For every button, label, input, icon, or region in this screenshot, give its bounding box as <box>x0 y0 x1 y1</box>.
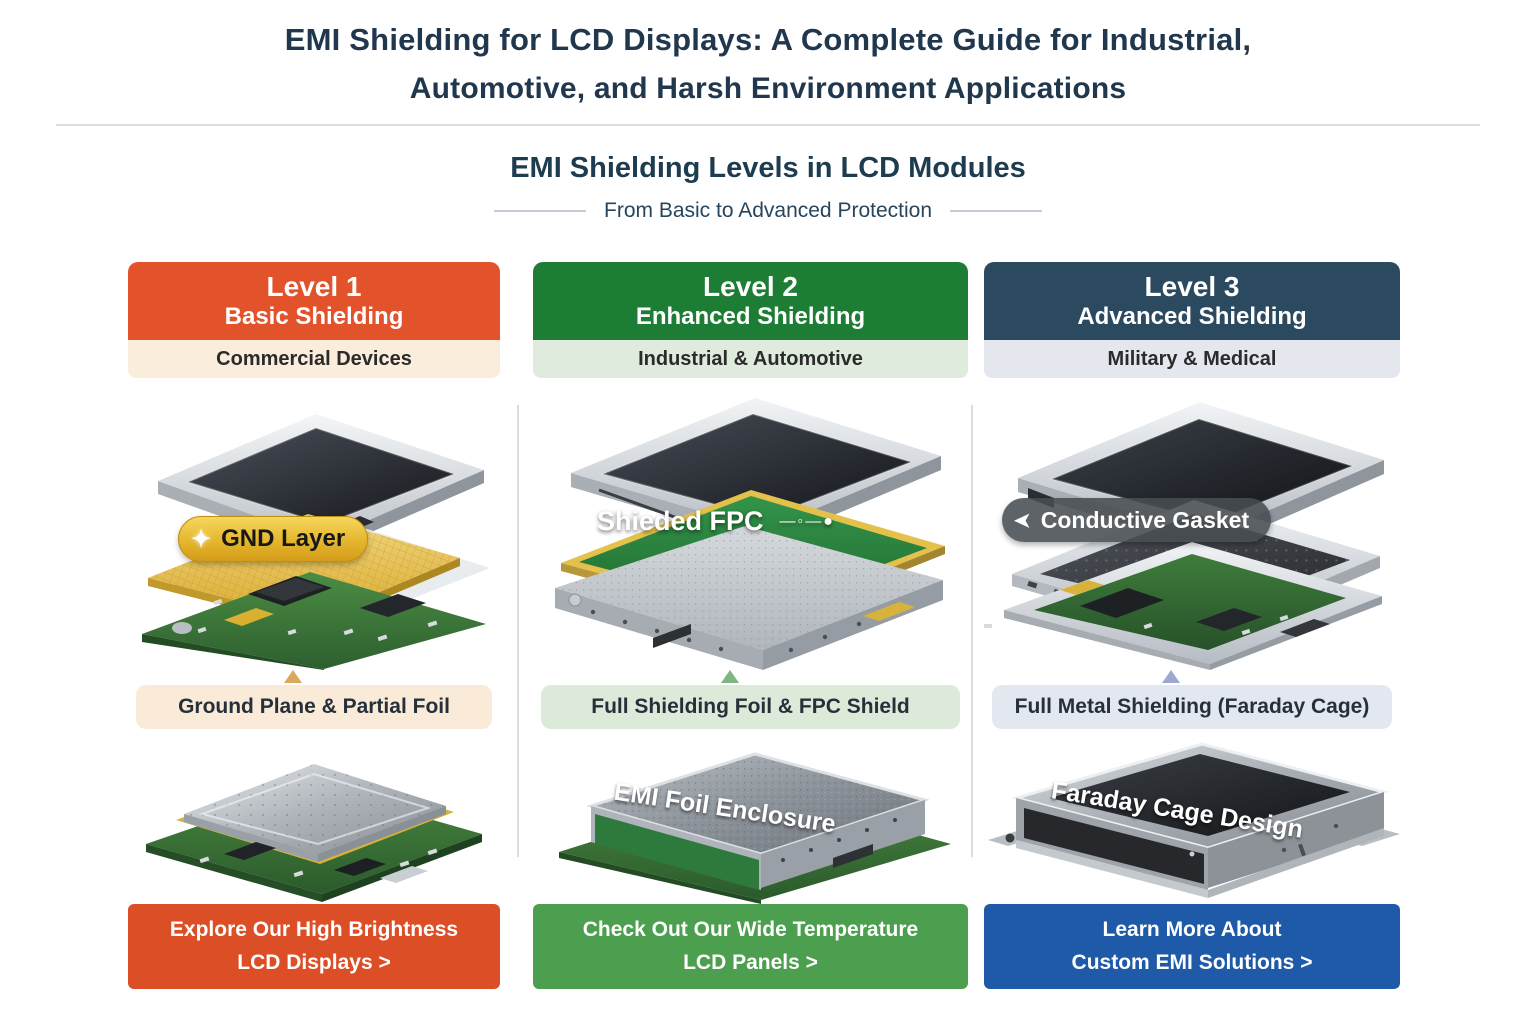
page-title-line2: Automotive, and Harsh Environment Applic… <box>409 72 1127 105</box>
level1-header: Level 1 Basic Shielding <box>128 262 500 340</box>
level2-header: Level 2 Enhanced Shielding <box>533 262 968 340</box>
cta1-line1: Explore Our High Brightness <box>169 917 459 941</box>
page-title-line1: EMI Shielding for LCD Displays: A Comple… <box>284 22 1252 57</box>
level1-application: Commercial Devices <box>128 340 500 378</box>
section-title: EMI Shielding Levels in LCD Modules <box>510 152 1026 184</box>
conductive-gasket-label: ➤ Conductive Gasket <box>1002 498 1272 542</box>
gnd-layer-label-text: GND Layer <box>221 525 346 552</box>
shielded-fpc-label-text: Shieded FPC <box>597 506 764 536</box>
level2-assembled-svg <box>559 752 951 904</box>
level1-caption-pointer <box>284 670 302 683</box>
cta-high-brightness-lcd[interactable]: Explore Our High Brightness LCD Displays… <box>128 904 500 989</box>
shielded-fpc-label: Shieded FPC —◦—● <box>597 506 835 537</box>
page-header: EMI Shielding for LCD Displays: A Comple… <box>0 0 1536 126</box>
level1-assembled-svg <box>146 764 482 902</box>
level2-application: Industrial & Automotive <box>533 340 968 378</box>
level1-exploded-view-svg <box>142 414 490 670</box>
level3-caption-text: Full Metal Shielding (Faraday Cage) <box>992 685 1392 729</box>
level2-exploded-view-svg <box>555 398 945 670</box>
level1-title: Level 1 <box>266 270 362 302</box>
levels-comparison: Level 1 Basic Shielding Commercial Devic… <box>0 262 1536 1002</box>
fpc-trace-icon: —◦—● <box>779 512 835 530</box>
level2-shielding-type: Enhanced Shielding <box>635 303 866 331</box>
subtitle-flank-line-right <box>950 210 1042 212</box>
cta1-line2: LCD Displays > <box>237 950 391 974</box>
gnd-arrow-icon: ✦ <box>191 525 212 553</box>
cta2-line1: Check Out Our Wide Temperature <box>582 917 919 941</box>
column-level3: Level 3 Advanced Shielding Military & Me… <box>984 262 1400 989</box>
header-divider <box>56 124 1480 126</box>
cta2-line2: LCD Panels > <box>683 950 818 974</box>
section-subtitle-row: From Basic to Advanced Protection <box>0 199 1536 223</box>
cta-custom-emi-solutions[interactable]: Learn More About Custom EMI Solutions > <box>984 904 1400 989</box>
cta-wide-temperature-lcd[interactable]: Check Out Our Wide Temperature LCD Panel… <box>533 904 968 989</box>
level3-title: Level 3 <box>1144 270 1240 302</box>
level2-title: Level 2 <box>703 270 798 302</box>
level3-caption-pointer <box>1162 670 1180 683</box>
gnd-layer-label: ✦ GND Layer <box>178 516 369 562</box>
gasket-arrow-icon: ➤ <box>1014 509 1031 532</box>
level1-caption: Ground Plane & Partial Foil <box>128 670 500 732</box>
level3-assembled-illustration: Faraday Cage Design <box>984 732 1400 904</box>
level2-exploded-view-illustration: Shieded FPC —◦—● <box>533 378 968 670</box>
level1-shielding-type: Basic Shielding <box>224 303 404 331</box>
column-divider-1 <box>517 405 519 857</box>
level1-caption-text: Ground Plane & Partial Foil <box>136 685 492 729</box>
column-level2: Level 2 Enhanced Shielding Industrial & … <box>533 262 968 989</box>
column-level1: Level 1 Basic Shielding Commercial Devic… <box>128 262 500 989</box>
conductive-gasket-label-text: Conductive Gasket <box>1040 506 1250 533</box>
level3-caption: Full Metal Shielding (Faraday Cage) <box>984 670 1400 732</box>
level2-caption: Full Shielding Foil & FPC Shield <box>533 670 968 732</box>
cta3-line2: Custom EMI Solutions > <box>1071 950 1313 974</box>
level3-shielding-type: Advanced Shielding <box>1077 303 1307 331</box>
level2-caption-text: Full Shielding Foil & FPC Shield <box>541 685 960 729</box>
section-subtitle: From Basic to Advanced Protection <box>604 199 932 222</box>
level3-exploded-view-svg <box>984 402 1384 670</box>
level3-assembled-svg <box>988 742 1400 898</box>
level1-assembled-illustration <box>128 732 500 904</box>
level3-header: Level 3 Advanced Shielding <box>984 262 1400 340</box>
level2-assembled-illustration: EMI Foil Enclosure <box>533 732 968 904</box>
level3-application: Military & Medical <box>984 340 1400 378</box>
cta3-line1: Learn More About <box>1102 917 1282 941</box>
level1-exploded-view-illustration: ✦ GND Layer <box>128 378 500 670</box>
column-divider-2 <box>971 405 973 857</box>
subtitle-flank-line-left <box>494 210 586 212</box>
level3-exploded-view-illustration: ➤ Conductive Gasket <box>984 378 1400 670</box>
level2-caption-pointer <box>720 670 739 683</box>
